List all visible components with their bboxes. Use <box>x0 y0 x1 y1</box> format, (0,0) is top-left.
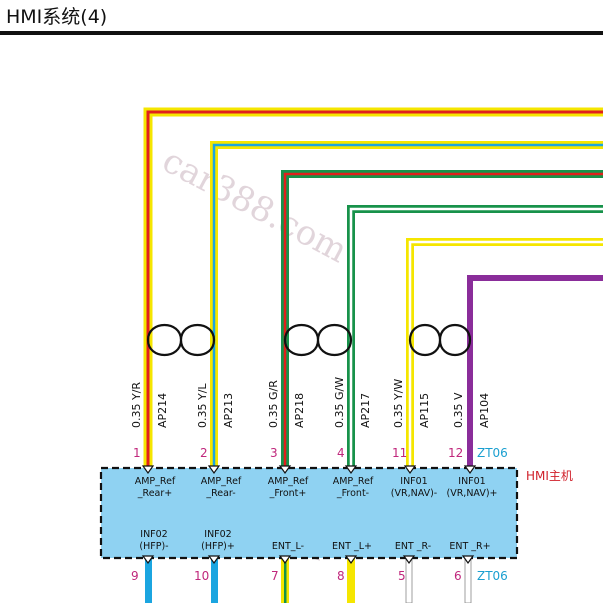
signal-pin-11-line1: INF01 <box>400 476 427 487</box>
signal-pin-7: ENT_L- <box>272 541 304 552</box>
signal-pin-9-line2: (HFP)- <box>139 541 168 552</box>
connector-id-bottom: ZT06 <box>477 569 508 583</box>
pin-number-6: 6 <box>454 569 462 583</box>
pin-number-7: 7 <box>271 569 279 583</box>
circuit-id-2: AP213 <box>222 393 235 428</box>
signal-pin-6: ENT _R+ <box>449 541 490 552</box>
wire-pin-10 <box>211 558 218 603</box>
signal-pin-4-line1: AMP_Ref <box>333 476 374 487</box>
bottom-pin-terminals <box>141 555 475 565</box>
watermark-large: car388.com <box>156 141 354 272</box>
terminal-pin-4 <box>344 465 358 475</box>
wire-pin-8 <box>347 558 355 603</box>
terminal-pin-9 <box>141 555 155 565</box>
top-pin-numbers: 1 2 3 4 11 12 ZT06 <box>133 446 508 460</box>
wire-spec-4: 0.35 G/W <box>333 377 346 428</box>
hmi-module-box <box>99 466 519 560</box>
twist-pair-3 <box>408 324 472 356</box>
bottom-signal-labels: INF02 (HFP)- INF02 (HFP)+ ENT_L- ENT _L+… <box>139 529 490 552</box>
wire-spec-6: 0.35 V <box>452 392 465 428</box>
terminal-pin-2 <box>207 465 221 475</box>
circuit-id-1: AP214 <box>156 393 169 428</box>
signal-pin-2-line2: _Rear- <box>205 488 235 499</box>
wire-spec-3: 0.35 G/R <box>267 380 280 428</box>
circuit-id-6: AP104 <box>478 393 491 428</box>
circuit-id-4: AP217 <box>359 393 372 428</box>
terminal-pin-6 <box>461 555 475 565</box>
pin-number-9: 9 <box>131 569 139 583</box>
signal-pin-2-line1: AMP_Ref <box>201 476 242 487</box>
terminal-pin-3 <box>278 465 292 475</box>
pin-number-2: 2 <box>200 446 208 460</box>
connector-id-top: ZT06 <box>477 446 508 460</box>
top-signal-labels: AMP_Ref _Rear+ AMP_Ref _Rear- AMP_Ref _F… <box>135 476 498 499</box>
wire-labels: 0.35 Y/R AP214 0.35 Y/L AP213 0.35 G/R A… <box>130 377 491 428</box>
signal-pin-3-line2: _Front+ <box>269 488 307 499</box>
circuit-id-3: AP218 <box>293 393 306 428</box>
signal-pin-10-line1: INF02 <box>204 529 231 540</box>
pin-number-12: 12 <box>448 446 463 460</box>
wire-ap217 <box>347 205 603 468</box>
wire-ap115 <box>406 238 603 468</box>
pin-number-11: 11 <box>392 446 407 460</box>
signal-pin-11-line2: (VR,NAV)- <box>391 488 437 499</box>
signal-pin-3-line1: AMP_Ref <box>268 476 309 487</box>
terminal-pin-5 <box>402 555 416 565</box>
wire-ap218 <box>281 170 603 468</box>
title-divider <box>0 31 603 35</box>
pin-number-10: 10 <box>194 569 209 583</box>
pin-number-8: 8 <box>337 569 345 583</box>
signal-pin-12-line2: (VR,NAV)+ <box>447 488 498 499</box>
terminal-pin-7 <box>278 555 292 565</box>
bottom-pin-numbers: 9 10 7 8 5 6 ZT06 <box>131 569 508 583</box>
wire-pin-9 <box>145 558 152 603</box>
pin-number-3: 3 <box>270 446 278 460</box>
circuit-id-5: AP115 <box>418 393 431 428</box>
top-pin-terminals <box>141 465 477 475</box>
wire-ap213 <box>210 141 603 468</box>
signal-pin-8: ENT _L+ <box>332 541 372 552</box>
terminal-pin-12 <box>463 465 477 475</box>
signal-pin-1-line1: AMP_Ref <box>135 476 176 487</box>
twist-pair-2 <box>283 324 353 356</box>
twisted-pair-symbols <box>146 324 472 356</box>
wire-spec-2: 0.35 Y/L <box>196 383 209 428</box>
twist-pair-1 <box>146 324 216 356</box>
pin-number-4: 4 <box>337 446 345 460</box>
signal-pin-1-line2: _Rear+ <box>137 488 172 499</box>
terminal-pin-11 <box>403 465 417 475</box>
wire-pin-6 <box>464 557 472 603</box>
page-title: HMI系统(4) <box>6 6 107 28</box>
terminal-pin-8 <box>344 555 358 565</box>
wire-pin-5 <box>405 557 413 603</box>
signal-pin-4-line2: _Front- <box>336 488 369 499</box>
wire-ap104 <box>467 275 603 468</box>
terminal-pin-1 <box>141 465 155 475</box>
wire-spec-5: 0.35 Y/W <box>392 379 405 428</box>
signal-pin-9-line1: INF02 <box>140 529 167 540</box>
wire-ap214 <box>143 107 603 468</box>
terminal-pin-10 <box>207 555 221 565</box>
wire-spec-1: 0.35 Y/R <box>130 382 143 428</box>
pin-number-5: 5 <box>398 569 406 583</box>
module-name: HMI主机 <box>526 469 573 483</box>
signal-pin-10-line2: (HFP)+ <box>201 541 235 552</box>
signal-pin-12-line1: INF01 <box>458 476 485 487</box>
signal-pin-5: ENT _R- <box>395 541 431 552</box>
pin-number-1: 1 <box>133 446 141 460</box>
